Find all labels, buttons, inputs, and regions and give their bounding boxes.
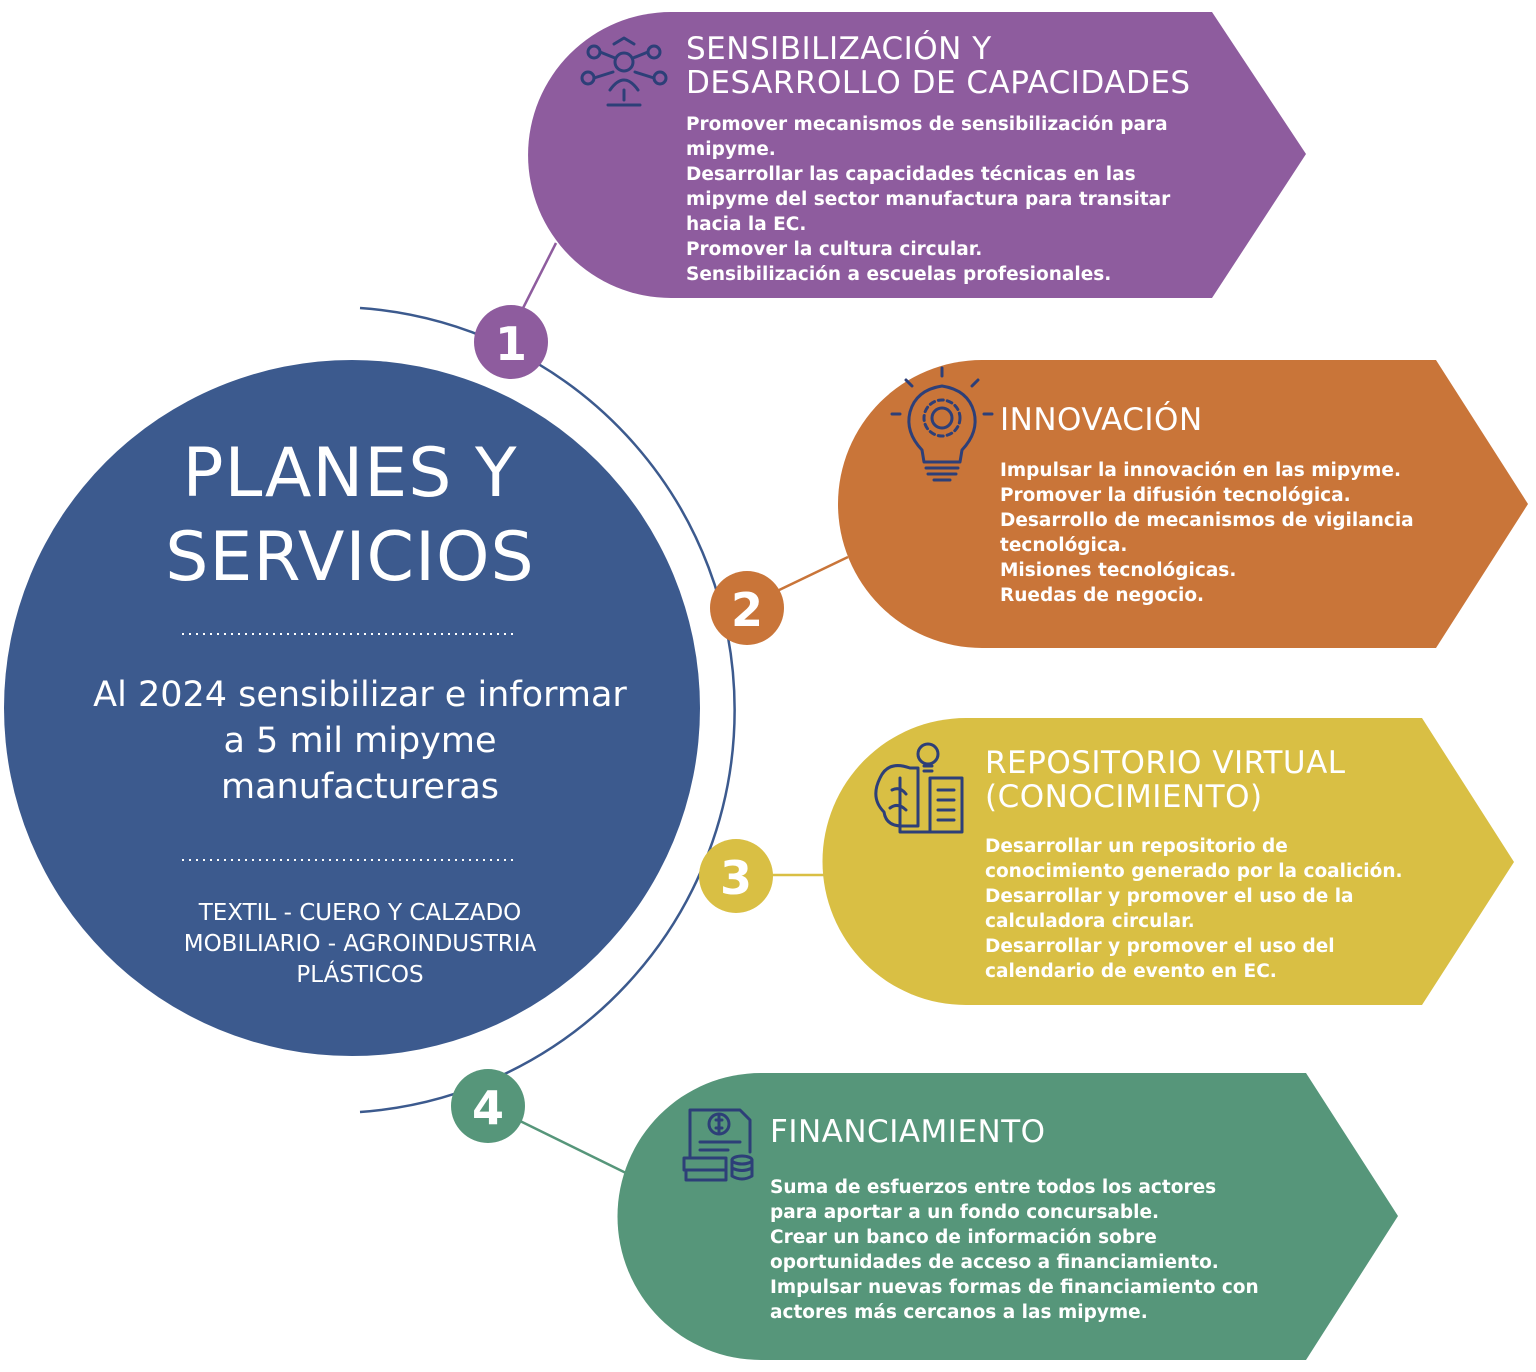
card-3-items: Desarrollar un repositorio de conocimien…	[985, 834, 1405, 984]
step-number-1: 1	[495, 317, 527, 371]
brain-book-icon	[874, 742, 964, 834]
step-number-3: 3	[720, 851, 752, 905]
list-item: Desarrollar las capacidades técnicas en …	[686, 164, 1171, 235]
list-item: Misiones tecnológicas.	[1000, 560, 1237, 581]
card-4-items: Suma de esfuerzos entre todos los actore…	[770, 1175, 1260, 1325]
step-number-2: 2	[731, 583, 763, 637]
step-badge-2: 2	[710, 571, 784, 645]
list-item: Ruedas de negocio.	[1000, 585, 1205, 606]
step-badge-3: 3	[699, 839, 773, 913]
card-1-title-line-2: DESARROLLO DE CAPACIDADES	[686, 65, 1191, 101]
goal-text: Al 2024 sensibilizar e informar a 5 mil …	[93, 675, 627, 807]
list-item: Desarrollo de mecanismos de vigilancia t…	[1000, 510, 1414, 556]
sector-line-1: TEXTIL - CUERO Y CALZADO	[198, 900, 522, 926]
money-document-icon	[682, 1108, 754, 1182]
card-title-repositorio: REPOSITORIO VIRTUAL (CONOCIMIENTO)	[985, 746, 1346, 814]
list-item: Desarrollar y promover el uso del calend…	[985, 936, 1335, 982]
step-number-4: 4	[472, 1081, 504, 1135]
card-2-title-line-1: INNOVACIÓN	[1000, 402, 1203, 438]
card-shape-3	[822, 718, 1514, 1005]
connector-line-1	[516, 242, 558, 319]
sector-line-3: PLÁSTICOS	[296, 962, 424, 988]
card-title-financiamiento: FINANCIAMIENTO	[770, 1115, 1046, 1149]
card-3-title-line-2: (CONOCIMIENTO)	[985, 779, 1263, 815]
card-shape-2	[838, 360, 1528, 648]
list-item: Sensibilización a escuelas profesionales…	[686, 264, 1112, 285]
people-network-icon	[580, 36, 668, 107]
card-title-sensibilizacion: SENSIBILIZACIÓN Y DESARROLLO DE CAPACIDA…	[686, 32, 1191, 100]
list-item: Impulsar la innovación en las mipyme.	[1000, 460, 1402, 481]
card-shape-1	[528, 12, 1306, 298]
step-badge-1: 1	[474, 305, 548, 379]
sector-line-2: MOBILIARIO - AGROINDUSTRIA	[183, 931, 537, 957]
card-shape-4	[617, 1073, 1398, 1360]
gear-bulb-icon	[890, 366, 994, 482]
main-title: PLANES Y SERVICIOS	[100, 432, 600, 600]
main-title-line-2: SERVICIOS	[165, 518, 535, 597]
card-1-items: Promover mecanismos de sensibilización p…	[686, 112, 1186, 287]
card-2-items: Impulsar la innovación en las mipyme. Pr…	[1000, 458, 1420, 608]
main-title-line-1: PLANES Y	[182, 434, 518, 513]
list-item: Promover mecanismos de sensibilización p…	[686, 114, 1168, 160]
card-3-title-line-1: REPOSITORIO VIRTUAL	[985, 745, 1346, 781]
center-circle	[4, 360, 700, 1056]
list-item: Crear un banco de información sobre opor…	[770, 1227, 1219, 1273]
card-4-title-line-1: FINANCIAMIENTO	[770, 1114, 1046, 1150]
list-item: Suma de esfuerzos entre todos los actore…	[770, 1177, 1217, 1223]
list-item: Desarrollar y promover el uso de la calc…	[985, 886, 1354, 932]
card-1-title-line-1: SENSIBILIZACIÓN Y	[686, 31, 992, 67]
list-item: Desarrollar un repositorio de conocimien…	[985, 836, 1403, 882]
list-item: Promover la difusión tecnológica.	[1000, 485, 1351, 506]
list-item: Promover la cultura circular.	[686, 239, 983, 260]
sectors-list: TEXTIL - CUERO Y CALZADO MOBILIARIO - AG…	[100, 898, 620, 991]
list-item: Impulsar nuevas formas de financiamiento…	[770, 1277, 1259, 1323]
connector-line-2	[774, 555, 849, 594]
step-badge-4: 4	[451, 1069, 525, 1143]
card-title-innovacion: INNOVACIÓN	[1000, 403, 1203, 437]
connector-line-4	[517, 1118, 627, 1175]
